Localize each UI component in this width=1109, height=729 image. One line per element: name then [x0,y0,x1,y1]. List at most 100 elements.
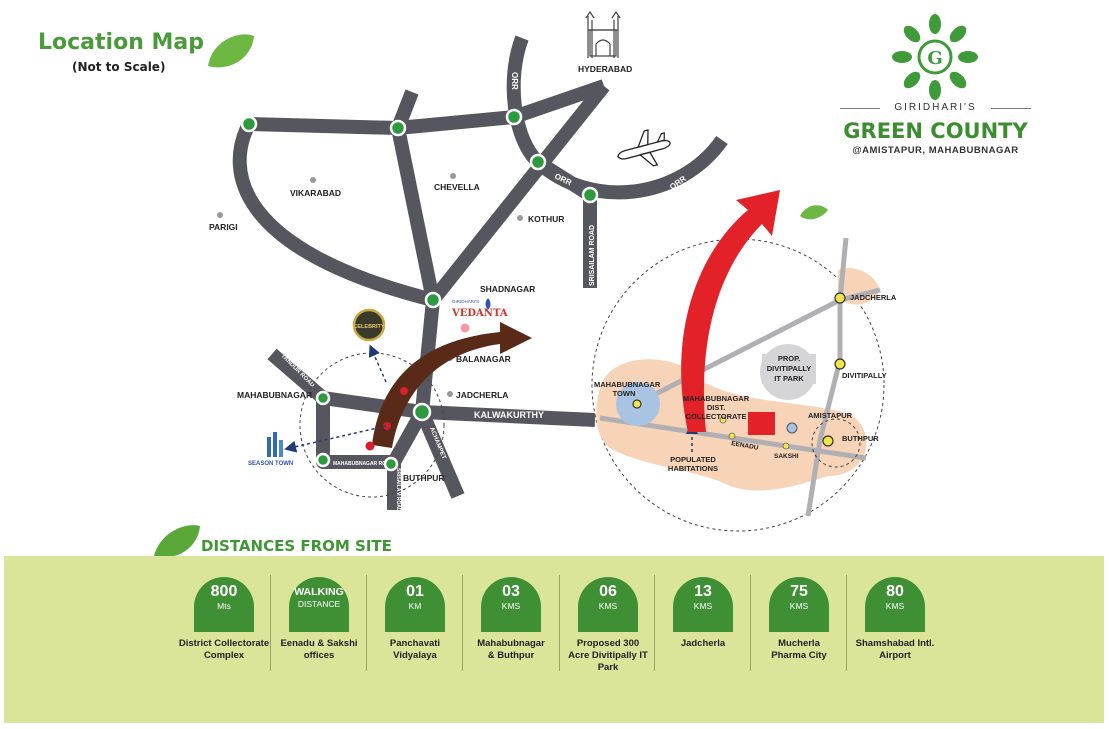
inset-node [822,435,834,447]
road-label-srisailam-short: SRISAILAM ROAD [395,468,401,512]
distance-divider [462,575,463,671]
brand-logo-letter: G [927,48,942,69]
distance-value: 03 [502,583,520,600]
distance-divider [366,575,367,671]
season-town-logo: SEASON TOWN [248,432,293,467]
inset-point [782,442,790,450]
inset-label-buthpur: BUTHPUR [842,434,879,443]
junction-node [315,390,331,406]
inset-label-mbnr-town: MAHABUBNAGAR TOWN [594,380,661,398]
distance-label: Mahabubnagar & Buthpur [477,638,545,661]
distance-label: Mucherla Pharma City [771,638,827,661]
distance-unit: KM [408,601,422,611]
road-label-kalwakurthy: KALWAKURTHY [474,410,544,420]
site-marker [748,412,775,435]
inset-label-jadcherla: JADCHERLA [850,293,897,302]
vedanta-label: VEDANTA [451,308,508,319]
brand-logo: G GIRIDHARI'S GREEN COUNTY @AMISTAPUR, M… [838,14,1033,156]
brand-subtitle: GIRIDHARI'S [894,102,977,113]
celebrity-project-logo: CELEBRITY [352,308,386,342]
vedanta-tag: GIRIDHARI'S [452,299,479,304]
distance-label: Eenadu & Sakshi offices [280,638,358,661]
leaf-icon [154,525,200,558]
place-dot [450,173,456,179]
distance-value: 800 [210,583,238,600]
inset-label-it-park: PROP. DIVITIPALLY IT PARK [762,354,816,384]
place-label-buthpur: BUTHPUR [403,473,445,483]
distance-value: 80 [886,583,904,600]
distance-unit: KMS [598,601,618,611]
road-label-orr: ORR [510,72,519,90]
junction-nodes [240,108,599,472]
place-label-parigi: PARIGI [209,222,238,232]
junction-node [505,108,523,126]
celebrity-label: CELEBRITY [353,324,385,330]
distance-label: District Collectorate Complex [178,638,270,661]
distance-value: 13 [694,583,712,600]
junction-node [383,456,399,472]
dashed-arrow [284,425,387,453]
distance-label: Proposed 300 Acre Divitipally IT Park [568,638,648,673]
distance-unit: KMS [789,601,809,611]
season-town-label: SEASON TOWN [248,461,293,467]
place-label-mahabubnagar: MAHABUBNAGAR [237,390,312,400]
inset-label-divitipally: DIVITIPALLY [842,371,887,380]
location-pin [365,441,375,451]
place-label-balanagar: BALANAGAR [456,354,511,364]
distance-unit: KMS [885,601,905,611]
vedanta-project-logo: GIRIDHARI'S VEDANTA [451,298,508,319]
buthpur-zone-ring [811,418,861,468]
location-pin [383,422,391,430]
distance-divider [270,575,271,671]
distance-unit: DISTANCE [297,599,341,609]
dashed-arrow [368,344,387,383]
junction-node [412,402,432,422]
distance-unit: Mts [217,601,231,611]
distance-label: Shamshabad Intl. Airport [855,638,935,661]
junction-node [529,153,547,171]
inset-label-eenadu: EENADU [731,440,760,452]
junction-node [424,291,442,309]
road-label-srisailam: SRISAILAM ROAD [589,225,596,286]
distance-unit: KMS [501,601,521,611]
junction-node [240,115,258,133]
inset-node [632,399,642,409]
amistapur-marker [786,422,798,434]
red-growth-arrow [681,190,780,432]
place-dot [517,215,523,221]
place-dot [217,212,223,218]
distance-unit: KMS [693,601,713,611]
place-label-jadcherla: JADCHERLA [456,390,508,400]
distance-label: Panchavati Vidyalaya [389,638,441,661]
distances-panel [4,556,1104,723]
distance-value: 01 [406,583,424,600]
distance-divider [654,575,655,671]
road-label-mahabubnagar-road: MAHABUBNAGAR ROAD [333,461,394,467]
page-subtitle: (Not to Scale) [72,60,166,74]
place-label-vikarabad: VIKARABAD [290,188,341,198]
place-label-chevella: CHEVELLA [434,182,480,192]
place-label-hyderabad: HYDERABAD [578,64,632,74]
distance-value: 06 [599,583,617,600]
place-dot [310,177,316,183]
inset-node [834,358,846,370]
distance-value: WALKING [294,586,344,598]
airplane-icon [617,129,671,167]
inset-label-collectorate: MAHABUBNAGAR DIST. COLLECTORATE [682,394,750,421]
junction-node [315,452,331,468]
charminar-icon [585,10,621,58]
